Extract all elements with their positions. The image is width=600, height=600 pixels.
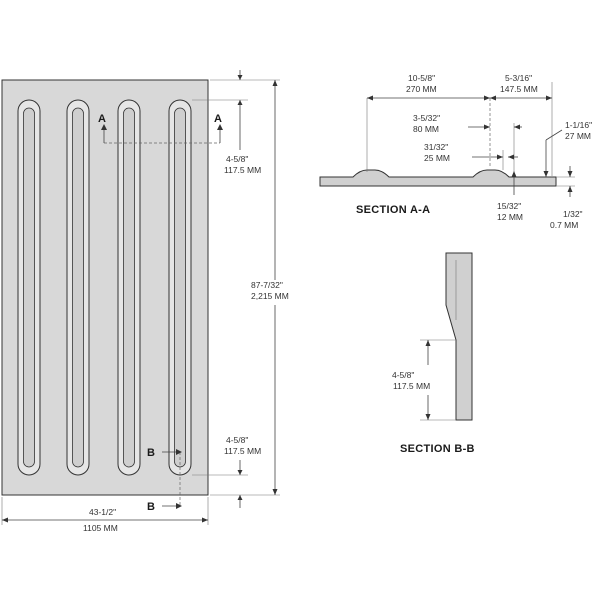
dim-width-in: 43-1/2" <box>89 507 116 517</box>
dim-height-mm: 2,215 MM <box>251 291 289 301</box>
dim-thickness-mm: 27 MM <box>565 131 591 141</box>
dim-height: 87-7/32" 2,215 MM <box>251 80 289 495</box>
dim-bottom-offset-mm: 117.5 MM <box>224 446 261 456</box>
cut-mark-b-lower: B <box>147 501 155 513</box>
dim-top-offset-mm: 117.5 MM <box>224 165 261 175</box>
section-a-title: SECTION A-A <box>356 204 430 216</box>
cut-mark-a-right: A <box>214 113 222 125</box>
dim-bar-top-in: 31/32" <box>424 142 448 152</box>
cut-line-b: B B <box>147 447 182 513</box>
plan-view: A A B B 4-5/8" 117.5 MM <box>1 70 289 533</box>
dim-bar-height: 15/32" 12 MM <box>497 171 523 222</box>
dim-bar-top: 31/32" 25 MM <box>424 142 518 170</box>
dim-bottom-offset: 4-5/8" 117.5 MM <box>224 435 261 508</box>
bar-2 <box>66 99 90 476</box>
dim-bar-width-in: 3-5/32" <box>413 113 440 123</box>
dim-height-in: 87-7/32" <box>251 280 283 290</box>
dim-width-mm: 1105 MM <box>83 523 118 533</box>
dim-thickness: 1-1/16" 27 MM <box>543 120 592 177</box>
dim-b-offset: 4-5/8" 117.5 MM <box>392 340 431 420</box>
dim-spacing-mm: 270 MM <box>406 84 437 94</box>
section-a-profile <box>319 169 557 187</box>
dim-bar-width: 3-5/32" 80 MM <box>413 113 522 134</box>
dim-top-offset-in: 4-5/8" <box>226 154 248 164</box>
section-b-profile <box>445 252 473 421</box>
section-b-b: 4-5/8" 117.5 MM SECTION B-B <box>392 252 475 455</box>
bar-4 <box>168 99 192 476</box>
dim-bar-height-in: 15/32" <box>497 201 521 211</box>
dim-base-mm: 0.7 MM <box>550 220 578 230</box>
section-a-a: 10-5/8" 270 MM 5-3/16" 147.5 MM 3-5/32" … <box>319 73 592 230</box>
dim-bar-height-mm: 12 MM <box>497 212 523 222</box>
dim-b-offset-in: 4-5/8" <box>392 370 414 380</box>
dim-top-offset: 4-5/8" 117.5 MM <box>224 70 261 175</box>
dim-spacing: 10-5/8" 270 MM <box>367 73 490 101</box>
bar-1 <box>17 99 41 476</box>
dim-b-offset-mm: 117.5 MM <box>393 381 430 391</box>
dim-spacing-in: 10-5/8" <box>408 73 435 83</box>
dim-bar-width-mm: 80 MM <box>413 124 439 134</box>
dim-width: 43-1/2" 1105 MM <box>1 497 209 533</box>
cut-line-a: A A <box>98 113 223 144</box>
dim-edge: 5-3/16" 147.5 MM <box>490 73 552 101</box>
dim-bar-top-mm: 25 MM <box>424 153 450 163</box>
dim-edge-in: 5-3/16" <box>505 73 532 83</box>
dim-thickness-in: 1-1/16" <box>565 120 592 130</box>
bar-3 <box>117 99 141 476</box>
cut-mark-a-left: A <box>98 113 106 125</box>
dim-bottom-offset-in: 4-5/8" <box>226 435 248 445</box>
section-b-title: SECTION B-B <box>400 443 475 455</box>
cut-mark-b-upper: B <box>147 447 155 459</box>
dim-base: 1/32" 0.7 MM <box>550 166 583 230</box>
dim-edge-mm: 147.5 MM <box>500 84 538 94</box>
dim-base-in: 1/32" <box>563 209 583 219</box>
